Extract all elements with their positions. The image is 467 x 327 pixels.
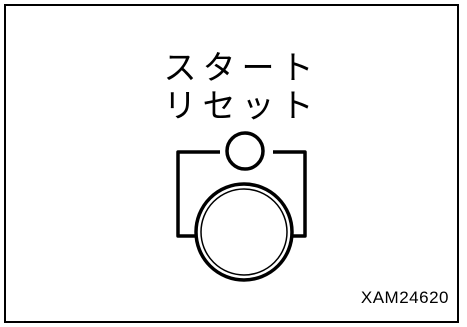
bracket-outline-right [273,150,307,238]
start-reset-button-icon [194,182,294,282]
figure-code: XAM24620 [360,288,449,307]
bracket-outline [176,150,220,238]
label-reset: リセット [163,86,320,125]
label-start: スタート [163,48,320,87]
indicator-lamp-icon [225,131,265,171]
